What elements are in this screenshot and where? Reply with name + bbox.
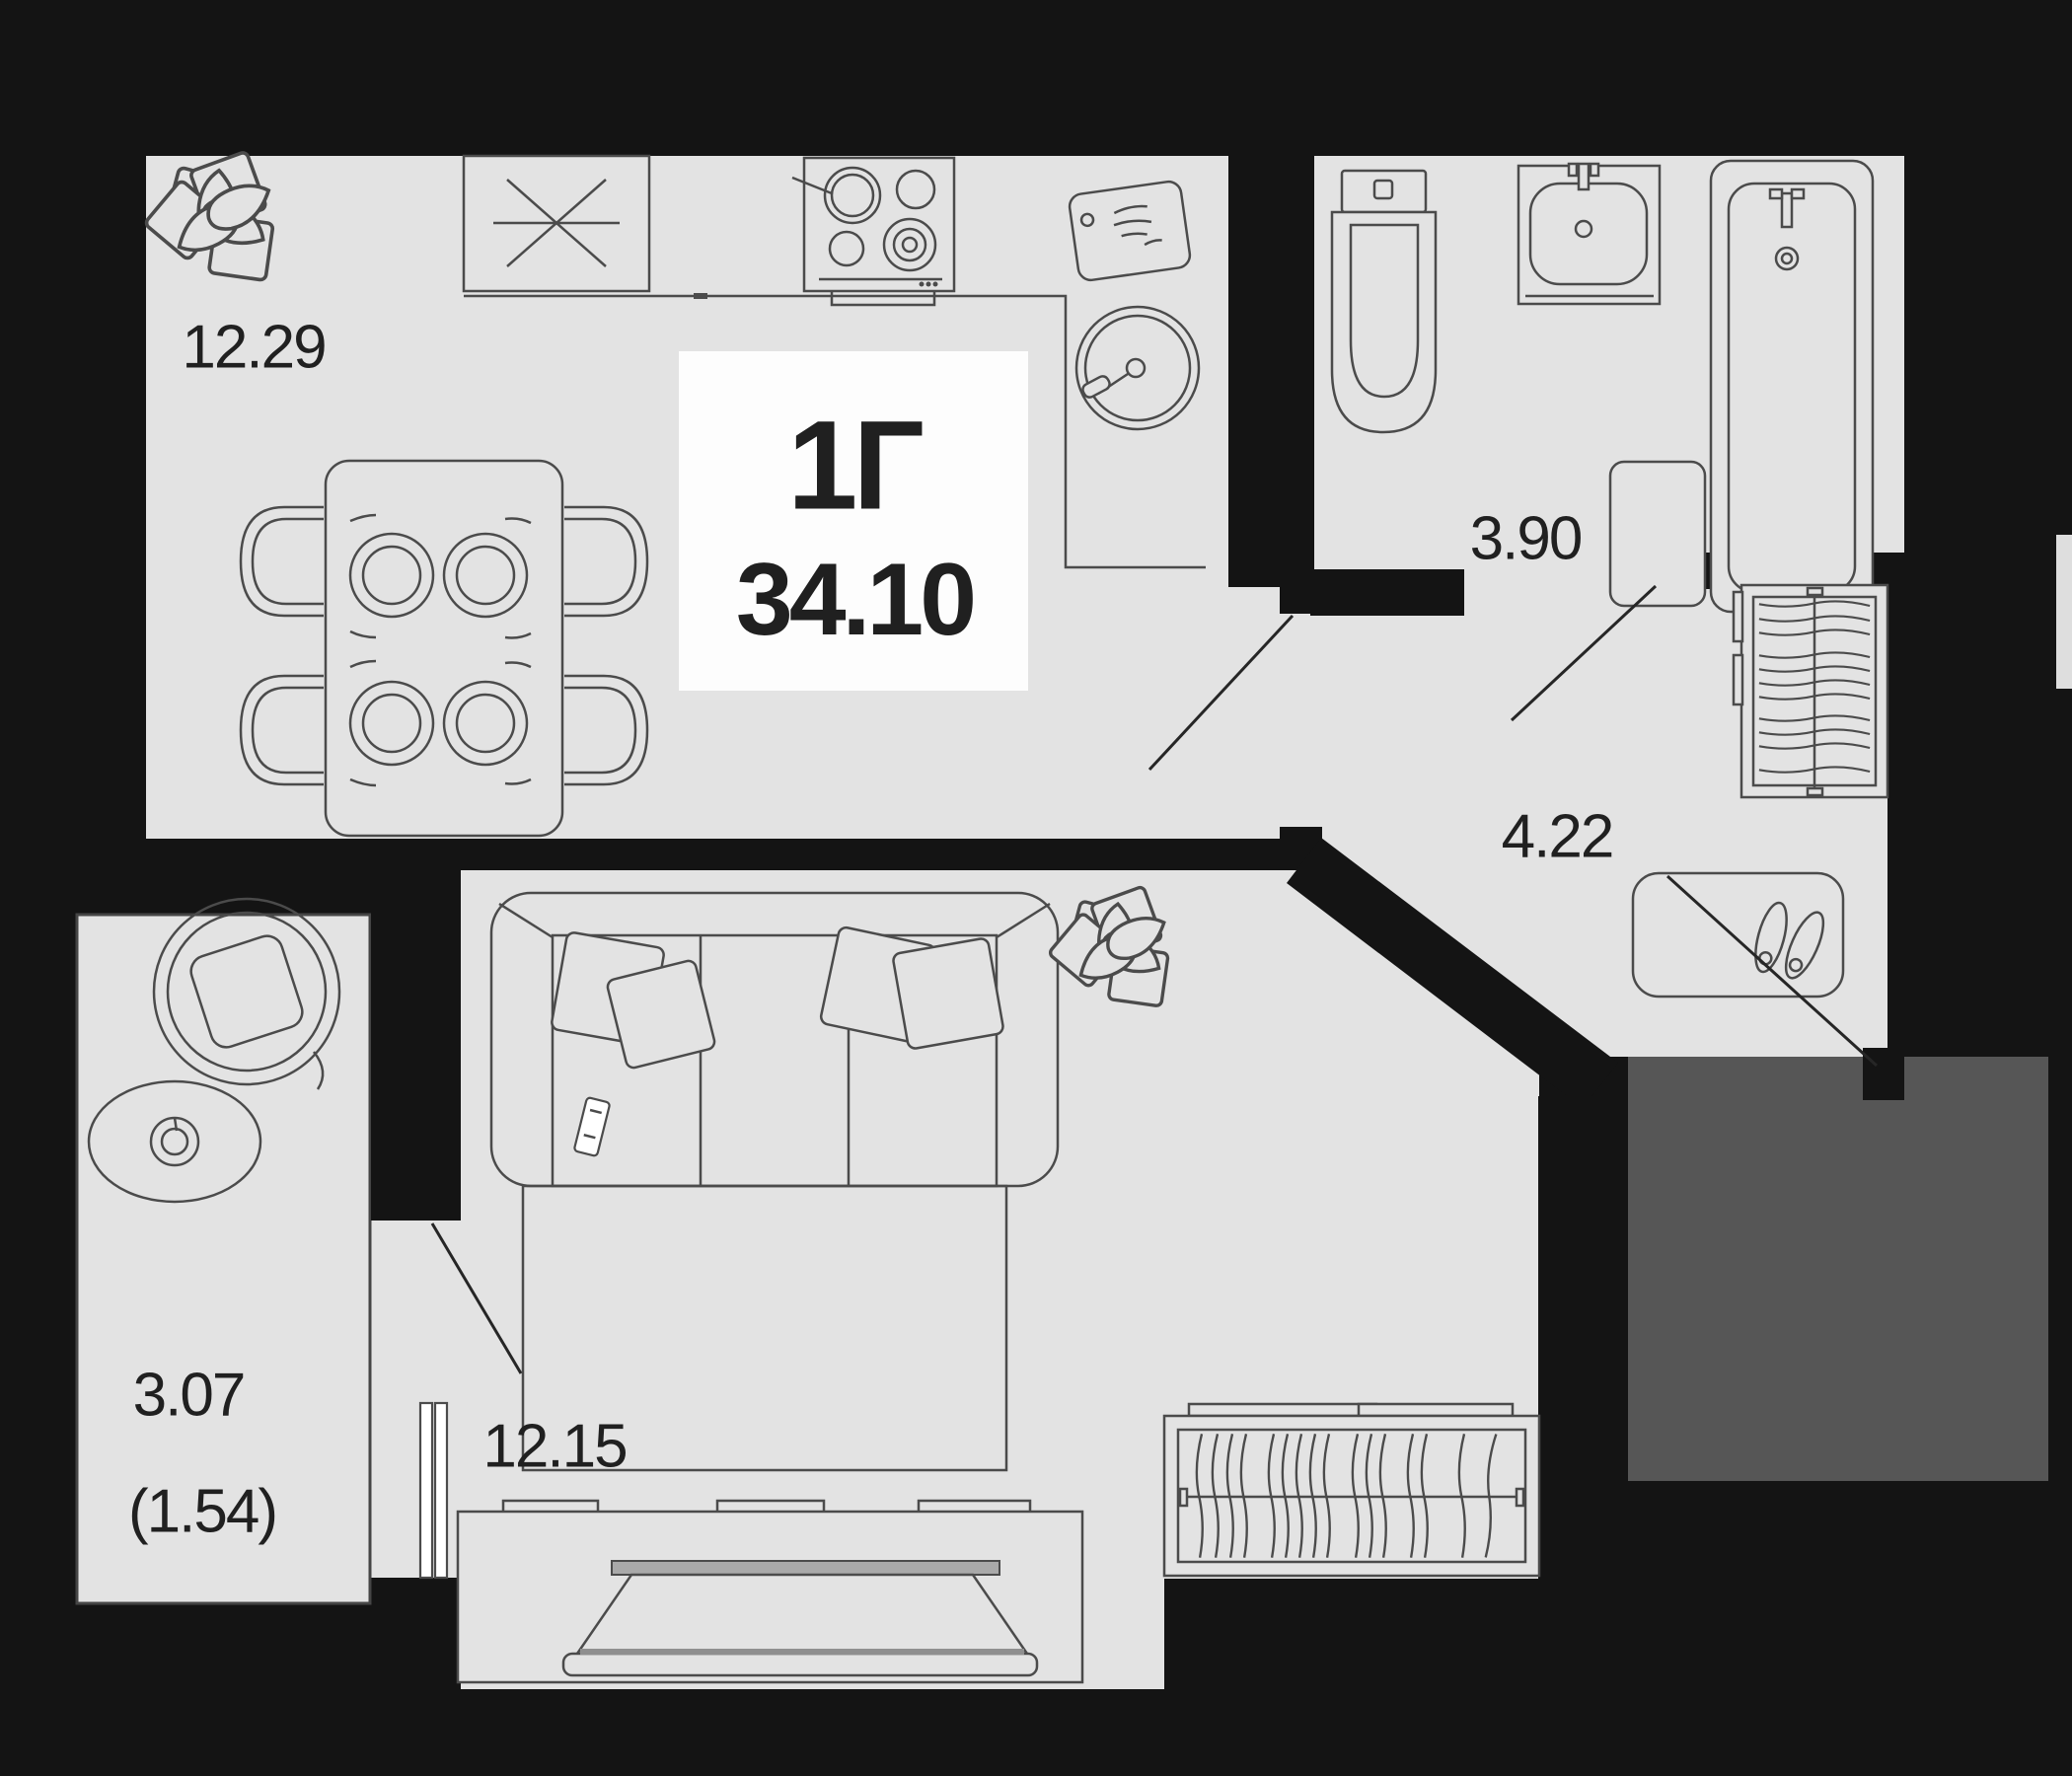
kitchen-dining-room: 12.29 [144, 151, 1206, 838]
hall-wardrobe-icon [1732, 583, 1889, 799]
fridge-unit-icon [462, 154, 651, 293]
rug-icon [521, 1184, 1008, 1472]
room-area-label-balcony: 3.07 [133, 1362, 245, 1430]
chair-icon [239, 674, 326, 786]
living-wardrobe-icon [1162, 1402, 1541, 1578]
bathroom: 3.90 [1330, 159, 1875, 614]
entrance-door-swing [1665, 874, 1879, 1068]
pillow-icon [606, 959, 716, 1070]
room-area-label-bathroom: 3.90 [1470, 505, 1582, 573]
washing-machine-icon [1608, 460, 1707, 608]
tv-console-icon [456, 1499, 1084, 1684]
dining-table-icon [324, 459, 564, 838]
pillow-icon [189, 934, 304, 1049]
neighbour-wall-sliver [2056, 535, 2072, 689]
toilet-icon [1330, 169, 1438, 434]
stairwell-lobby [1628, 1057, 2048, 1481]
unit-total-area: 34.10 [736, 543, 973, 657]
balcony-leader-line [430, 1222, 523, 1374]
remote-icon [573, 1096, 611, 1157]
room-area-label-living: 12.15 [482, 1413, 626, 1481]
sofa-icon [489, 891, 1060, 1188]
walls [371, 156, 1909, 1579]
door-swing-lines [430, 584, 1879, 1374]
chair-icon [562, 674, 649, 786]
living-room: 12.15 [456, 886, 1541, 1684]
pillow-icon [892, 937, 1004, 1050]
shoe-cabinet-icon [1631, 871, 1845, 999]
unit-type-label: 1Г [787, 396, 923, 537]
hallway: 4.22 [1502, 583, 1889, 999]
kitchen-counter [464, 292, 1206, 569]
washbasin-icon [1517, 162, 1662, 306]
unit-card-box [679, 351, 1028, 691]
balcony-door-icon [418, 1401, 449, 1580]
room-area-label-kitchen: 12.29 [182, 314, 325, 382]
chair-icon [562, 505, 649, 618]
cutting-board-icon [1068, 180, 1192, 282]
bathroom-door-swing [1510, 584, 1658, 722]
kitchen-door-swing [1147, 614, 1295, 772]
bathtub-icon [1709, 159, 1875, 614]
dining-set [239, 459, 649, 838]
stove-icon [791, 156, 956, 293]
room-area-label-hallway: 4.22 [1502, 803, 1613, 871]
side-table-icon [87, 1079, 262, 1204]
chair-icon [239, 505, 326, 618]
unit-card: 1Г 34.10 [679, 351, 1028, 691]
balcony: 3.07 (1.54) [87, 897, 341, 1546]
plates [348, 513, 532, 787]
kitchen-sink-icon [1074, 305, 1201, 431]
armchair-icon [152, 897, 341, 1090]
room-area-label-balcony-reduced: (1.54) [128, 1478, 276, 1546]
